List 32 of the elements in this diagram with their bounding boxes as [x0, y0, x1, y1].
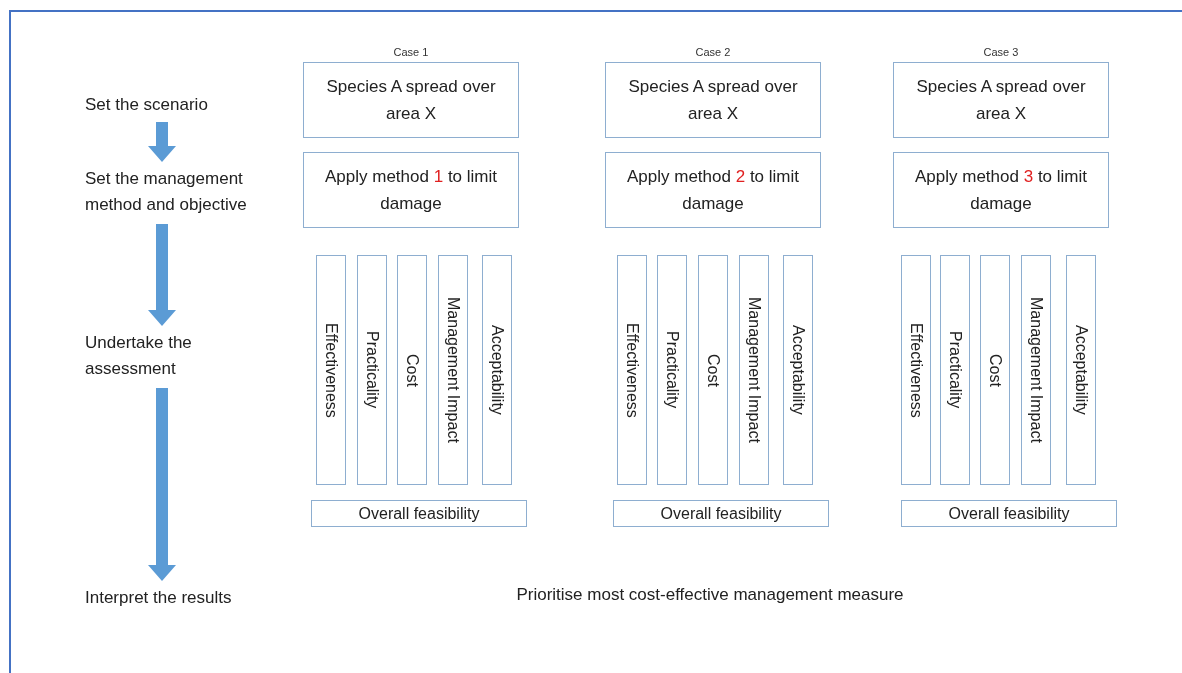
criterion-box: Cost [980, 255, 1010, 485]
step-label: Interpret the results [85, 585, 285, 611]
step-label: Set the scenario [85, 92, 245, 116]
process-box: Apply method 2 to limit damage [605, 152, 821, 228]
criterion-box: Effectiveness [617, 255, 647, 485]
case-heading: Case 2 [694, 45, 732, 60]
criterion-box: Effectiveness [901, 255, 931, 485]
case-heading: Case 1 [392, 45, 430, 60]
criterion-box: Practicality [357, 255, 387, 485]
process-box: Apply method 1 to limit damage [303, 152, 519, 228]
arrow [148, 388, 176, 581]
criterion-box: Management Impact [438, 255, 468, 485]
case-heading: Case 3 [982, 45, 1020, 60]
result-box: Overall feasibility [311, 500, 527, 527]
criterion-box: Acceptability [1066, 255, 1096, 485]
criterion-box: Management Impact [1021, 255, 1051, 485]
criterion-box: Cost [397, 255, 427, 485]
result-box: Overall feasibility [901, 500, 1117, 527]
criterion-box: Acceptability [482, 255, 512, 485]
criterion-box: Cost [698, 255, 728, 485]
step-label: Undertake the assessment [85, 330, 235, 382]
conclusion-text: Prioritise most cost-effective management measure [515, 584, 905, 606]
criterion-box: Practicality [940, 255, 970, 485]
arrow [148, 122, 176, 162]
criterion-box: Acceptability [783, 255, 813, 485]
criterion-box: Effectiveness [316, 255, 346, 485]
result-box: Overall feasibility [613, 500, 829, 527]
criterion-box: Practicality [657, 255, 687, 485]
step-label: Set the management method and objective [85, 166, 295, 218]
arrow [148, 224, 176, 326]
criterion-box: Management Impact [739, 255, 769, 485]
process-box: Apply method 3 to limit damage [893, 152, 1109, 228]
